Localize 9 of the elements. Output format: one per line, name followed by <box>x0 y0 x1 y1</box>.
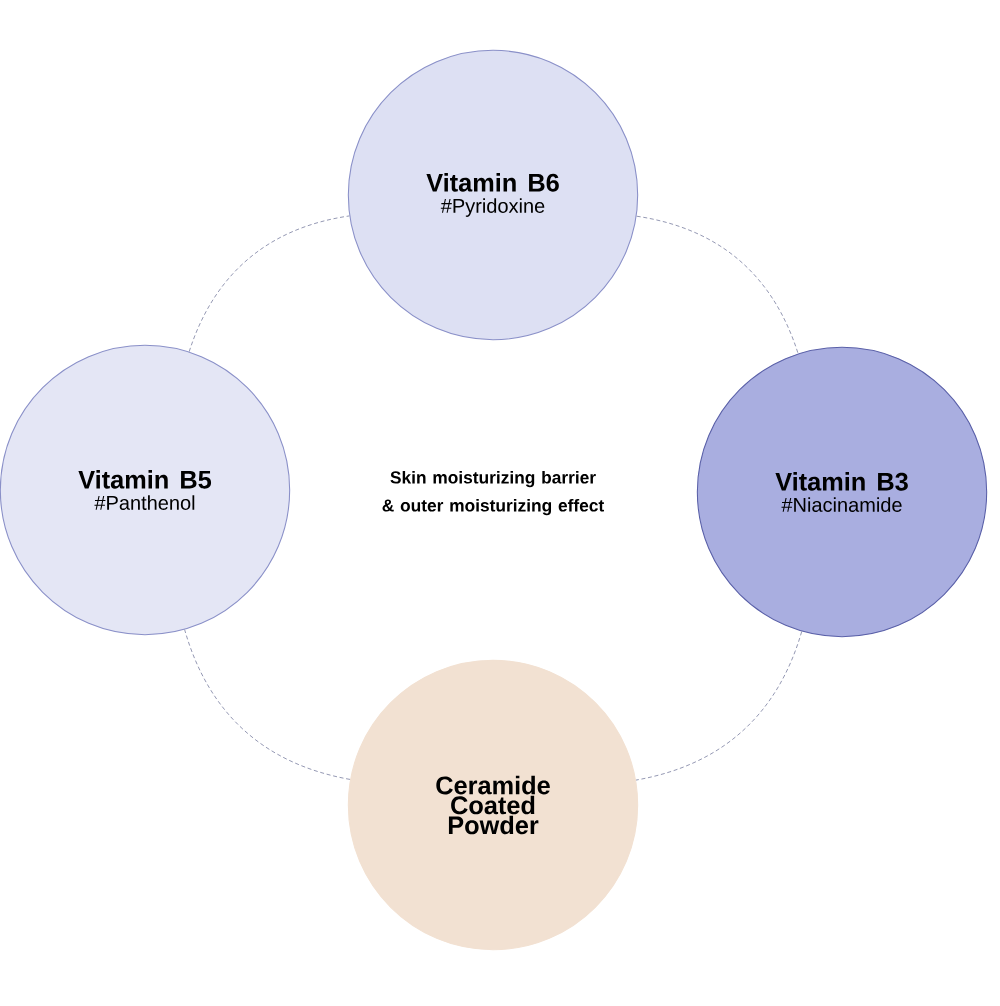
dashed-arc <box>188 215 350 353</box>
circle-node: Ceramide Coated Powder <box>347 659 639 951</box>
dashed-arc <box>636 215 799 354</box>
dashed-arc <box>184 629 351 780</box>
circle-node: Vitamin B6 #Pyridoxine <box>347 49 639 341</box>
circle-node: Vitamin B5 #Panthenol <box>0 344 291 636</box>
circle-node: Vitamin B3 #Niacinamide <box>696 346 988 638</box>
center-text: Skin moisturizing barrier & outer moisturizing effect <box>382 470 604 516</box>
dashed-arc <box>635 631 803 781</box>
